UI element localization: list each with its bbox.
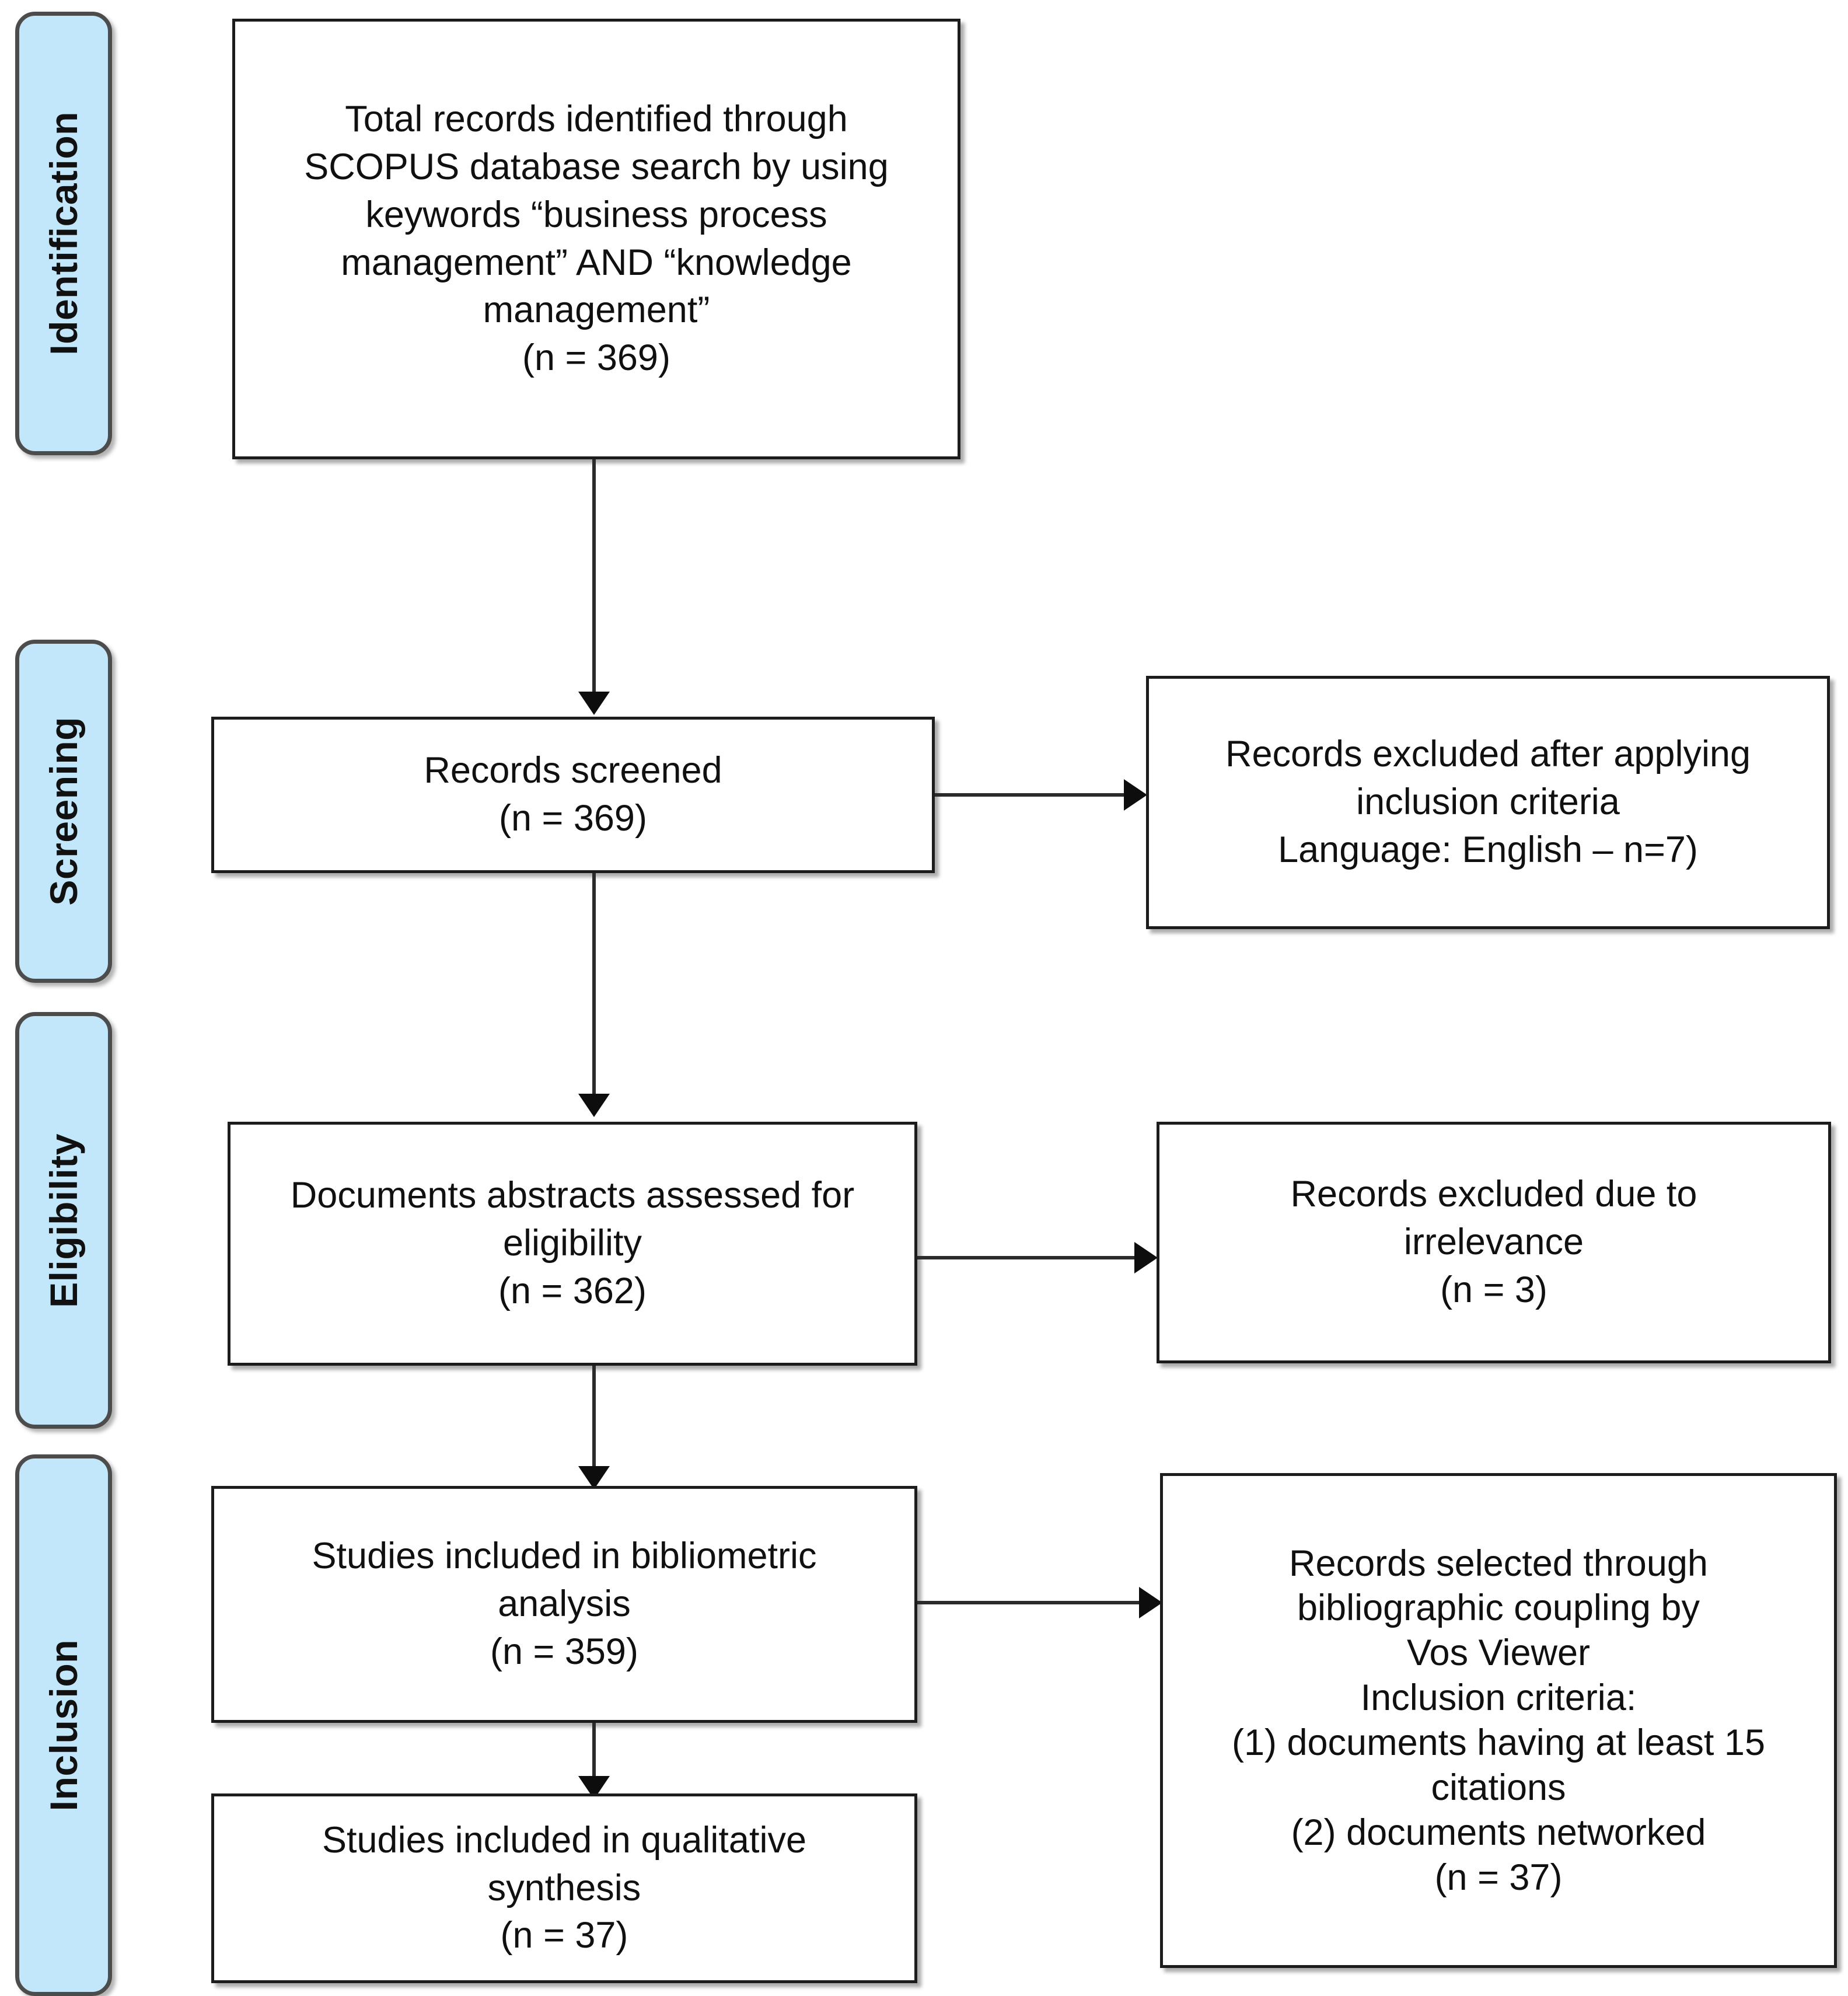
box-records-excluded-irrelevance: Records excluded due to irrelevance (n =…: [1157, 1122, 1831, 1363]
box-records-excluded-irrelevance-text: Records excluded due to irrelevance (n =…: [1290, 1174, 1697, 1310]
stage-pill-eligibility: Eligibility: [15, 1012, 112, 1429]
box-bibliometric-analysis-text: Studies included in bibliometric analysi…: [312, 1536, 817, 1672]
box-bibliographic-coupling: Records selected through bibliographic c…: [1160, 1473, 1837, 1968]
box-records-excluded-inclusion-criteria: Records excluded after applying inclusio…: [1146, 676, 1830, 929]
arrowhead-identified-to-screened: [578, 692, 610, 715]
box-abstracts-assessed: Documents abstracts assessed for eligibi…: [228, 1122, 917, 1366]
box-qualitative-synthesis: Studies included in qualitative synthesi…: [211, 1793, 917, 1983]
stage-label-identification: Identification: [42, 111, 85, 355]
arrowhead-screened-to-abstracts: [578, 1094, 610, 1117]
arrowhead-abstracts-to-irrelevance: [1134, 1242, 1158, 1273]
stage-pill-inclusion: Inclusion: [15, 1454, 112, 1996]
connector-identified-to-screened: [592, 459, 596, 693]
box-bibliographic-coupling-text: Records selected through bibliographic c…: [1231, 1543, 1766, 1898]
box-records-identified-text: Total records identified through SCOPUS …: [304, 98, 889, 379]
connector-screened-to-excluded: [935, 793, 1127, 797]
connector-bibliometric-to-synthesis: [592, 1723, 596, 1781]
box-records-screened: Records screened (n = 369): [211, 717, 935, 873]
box-abstracts-assessed-text: Documents abstracts assessed for eligibi…: [290, 1175, 855, 1311]
connector-abstracts-to-irrelevance: [917, 1256, 1138, 1259]
box-records-identified: Total records identified through SCOPUS …: [232, 19, 960, 459]
connector-bibliometric-to-coupling: [917, 1601, 1145, 1604]
box-qualitative-synthesis-text: Studies included in qualitative synthesi…: [322, 1819, 807, 1956]
connector-abstracts-to-bibliometric: [592, 1366, 596, 1471]
connector-screened-to-abstracts: [592, 873, 596, 1095]
stage-label-inclusion: Inclusion: [42, 1639, 85, 1812]
stage-pill-screening: Screening: [15, 640, 112, 983]
box-records-excluded-inclusion-criteria-text: Records excluded after applying inclusio…: [1225, 734, 1751, 870]
arrowhead-bibliometric-to-coupling: [1139, 1587, 1162, 1618]
box-records-screened-text: Records screened (n = 369): [424, 750, 722, 839]
stage-label-eligibility: Eligibility: [42, 1133, 85, 1308]
stage-label-screening: Screening: [42, 717, 85, 906]
stage-pill-identification: Identification: [15, 12, 112, 455]
arrowhead-screened-to-excluded: [1124, 779, 1147, 811]
box-bibliometric-analysis: Studies included in bibliometric analysi…: [211, 1486, 917, 1723]
arrowhead-abstracts-to-bibliometric: [578, 1466, 610, 1489]
